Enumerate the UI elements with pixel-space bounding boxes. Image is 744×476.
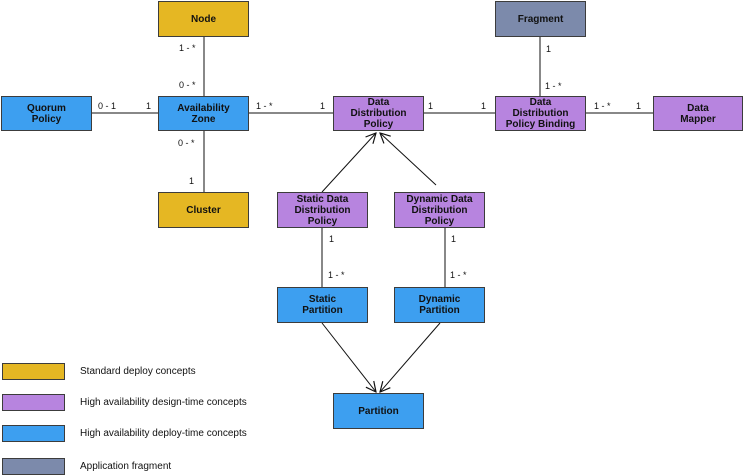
multiplicity-label: 1 - * [328,270,345,280]
multiplicity-label: 1 [146,101,152,111]
legend-swatch [2,363,65,380]
static-partition-arrow [321,322,376,392]
quorum-policy-box: Quorum Policy [1,96,92,131]
legend-swatch [2,458,65,475]
static-partition-box: Static Partition [277,287,368,323]
multiplicity-label: 1 - * [450,270,467,280]
legend-label: High availability deploy-time concepts [80,428,247,439]
multiplicity-label: 0 - * [179,80,196,90]
fragment-box: Fragment [495,1,586,37]
multiplicity-label: 1 - * [179,43,196,53]
availability-zone-box: Availability Zone [158,96,249,131]
legend-label: Application fragment [80,461,172,472]
legend-swatch [2,425,65,442]
dynamic-partition-arrow [380,322,441,392]
legend-swatch [2,394,65,411]
multiplicity-label: 1 [428,101,434,111]
multiplicity-label: 1 [481,101,487,111]
multiplicity-label: 1 - * [545,81,562,91]
partition-box: Partition [333,393,424,429]
cluster-box: Cluster [158,192,249,228]
dynamic-generalization-arrow [380,133,437,186]
multiplicity-label: 1 [329,234,335,244]
data-mapper-box: Data Mapper [653,96,743,131]
data-distribution-policy-binding-box: Data Distribution Policy Binding [495,96,586,131]
multiplicity-label: 0 - * [178,138,195,148]
multiplicity-label: 1 [189,176,195,186]
legend-label: Standard deploy concepts [80,366,196,377]
node-box: Node [158,1,249,37]
multiplicity-label: 1 [546,44,552,54]
multiplicity-label: 1 [451,234,457,244]
multiplicity-label: 1 - * [594,101,611,111]
static-generalization-arrow [321,133,376,193]
legend-label: High availability design-time concepts [80,397,247,408]
data-distribution-policy-box: Data Distribution Policy [333,96,424,131]
multiplicity-label: 1 - * [256,101,273,111]
static-data-distribution-policy-box: Static Data Distribution Policy [277,192,368,228]
dynamic-partition-box: Dynamic Partition [394,287,485,323]
multiplicity-label: 1 [320,101,326,111]
multiplicity-label: 0 - 1 [98,101,117,111]
dynamic-data-distribution-policy-box: Dynamic Data Distribution Policy [394,192,485,228]
multiplicity-label: 1 [636,101,642,111]
